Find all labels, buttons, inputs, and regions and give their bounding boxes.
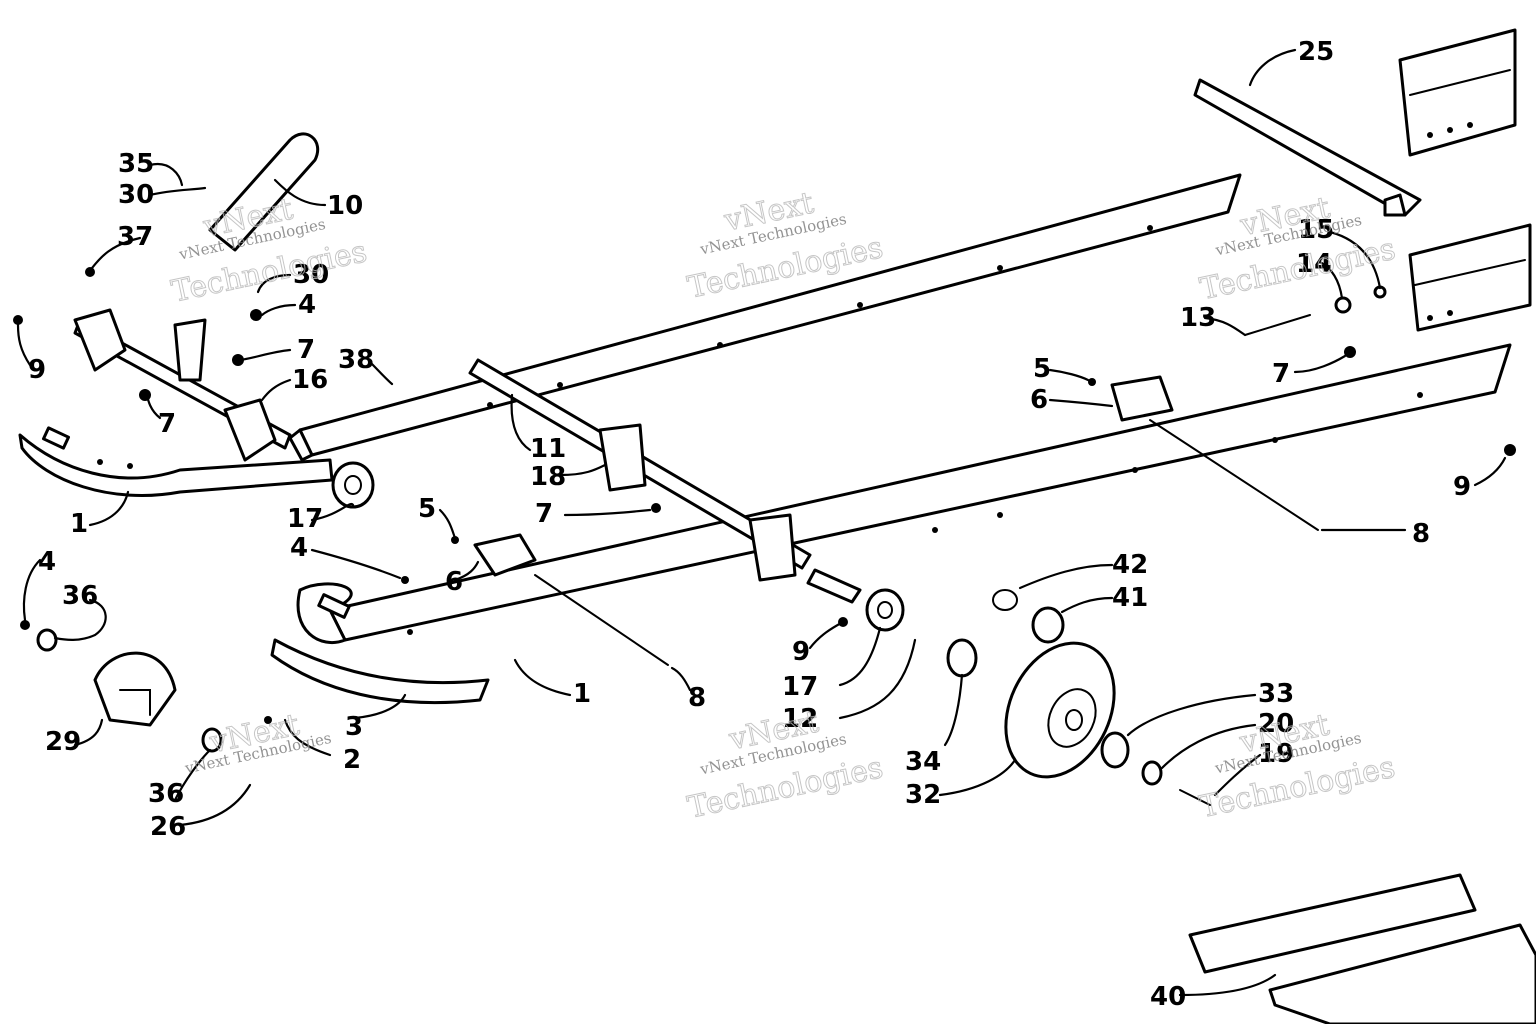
callout-12: 12 bbox=[782, 704, 818, 734]
washer-20 bbox=[1141, 760, 1163, 786]
callout-3: 3 bbox=[345, 712, 363, 742]
wear-strip bbox=[270, 638, 490, 705]
callout-4: 4 bbox=[298, 290, 316, 320]
callout-16: 16 bbox=[292, 365, 328, 395]
fasteners bbox=[13, 267, 1516, 724]
callout-10: 10 bbox=[327, 191, 363, 221]
rear-axle bbox=[1193, 78, 1422, 217]
callout-7: 7 bbox=[1272, 359, 1290, 389]
leader-lines bbox=[16, 48, 1507, 997]
callout-13: 13 bbox=[1180, 303, 1216, 333]
callout-38: 38 bbox=[338, 345, 374, 375]
callout-9: 9 bbox=[1453, 472, 1471, 502]
callout-4: 4 bbox=[290, 533, 308, 563]
track-section bbox=[1188, 873, 1536, 1024]
spacer-block-rear bbox=[1110, 375, 1174, 422]
idler-bushing-mid bbox=[865, 588, 905, 632]
callout-6: 6 bbox=[1030, 385, 1048, 415]
callout-34: 34 bbox=[905, 747, 941, 777]
idler-bushing-front bbox=[331, 461, 375, 509]
callout-7: 7 bbox=[535, 499, 553, 529]
upper-slide-rail bbox=[288, 173, 1242, 462]
callout-30: 30 bbox=[118, 180, 154, 210]
callout-19: 19 bbox=[1258, 739, 1294, 769]
callout-1: 1 bbox=[70, 509, 88, 539]
bearing-41 bbox=[1031, 606, 1065, 644]
long-bolt-front bbox=[534, 574, 669, 666]
snap-ring-42 bbox=[992, 589, 1018, 611]
callout-25: 25 bbox=[1298, 37, 1334, 67]
rear-bracket-upper bbox=[1398, 28, 1517, 157]
front-cross-shaft bbox=[73, 308, 292, 462]
callout-30: 30 bbox=[293, 260, 329, 290]
callout-20: 20 bbox=[1258, 709, 1294, 739]
callout-11: 11 bbox=[530, 434, 566, 464]
bolt-13 bbox=[1244, 285, 1387, 336]
callout-7: 7 bbox=[158, 409, 176, 439]
callout-8: 8 bbox=[1412, 519, 1430, 549]
callout-36: 36 bbox=[62, 581, 98, 611]
callout-1: 1 bbox=[573, 679, 591, 709]
callout-33: 33 bbox=[1258, 679, 1294, 709]
callout-9: 9 bbox=[792, 637, 810, 667]
callout-9: 9 bbox=[28, 355, 46, 385]
callout-42: 42 bbox=[1112, 550, 1148, 580]
callout-18: 18 bbox=[530, 462, 566, 492]
callout-26: 26 bbox=[150, 812, 186, 842]
callout-8: 8 bbox=[688, 683, 706, 713]
callout-labels: 35 30 10 37 30 4 9 7 38 16 7 1 17 11 18 … bbox=[28, 37, 1471, 1012]
lower-slide-rail bbox=[296, 343, 1512, 645]
callout-32: 32 bbox=[905, 780, 941, 810]
bearing-34 bbox=[946, 638, 978, 678]
callout-36: 36 bbox=[148, 779, 184, 809]
callout-17: 17 bbox=[782, 672, 818, 702]
callout-4: 4 bbox=[38, 547, 56, 577]
callout-37: 37 bbox=[117, 222, 153, 252]
stopper-29 bbox=[36, 628, 223, 753]
idler-wheel-32 bbox=[1004, 641, 1116, 779]
callout-7: 7 bbox=[297, 335, 315, 365]
callout-15: 15 bbox=[1298, 215, 1334, 245]
callout-17: 17 bbox=[287, 504, 323, 534]
watermark-bottom-right: vNext vNext Technologies Technologies bbox=[1196, 707, 1398, 826]
rear-bracket-lower bbox=[1408, 223, 1532, 332]
callout-14: 14 bbox=[1296, 249, 1332, 279]
callout-40: 40 bbox=[1150, 982, 1186, 1012]
bolt-19 bbox=[1179, 789, 1211, 806]
watermark-bottom-center: vNext vNext Technologies Technologies bbox=[684, 704, 886, 826]
callout-5: 5 bbox=[418, 494, 436, 524]
callout-35: 35 bbox=[118, 149, 154, 179]
callout-5: 5 bbox=[1033, 354, 1051, 384]
front-arm bbox=[173, 132, 320, 382]
watermark-bottom-left: vNext vNext Technologies bbox=[183, 707, 333, 778]
callout-6: 6 bbox=[445, 567, 463, 597]
callout-41: 41 bbox=[1112, 583, 1148, 613]
washer-33 bbox=[1100, 731, 1130, 769]
center-cross-shaft bbox=[468, 358, 862, 604]
callout-2: 2 bbox=[343, 745, 361, 775]
long-bolt-rear bbox=[1149, 419, 1319, 531]
spacer-block-front bbox=[473, 533, 537, 577]
callout-29: 29 bbox=[45, 727, 81, 757]
